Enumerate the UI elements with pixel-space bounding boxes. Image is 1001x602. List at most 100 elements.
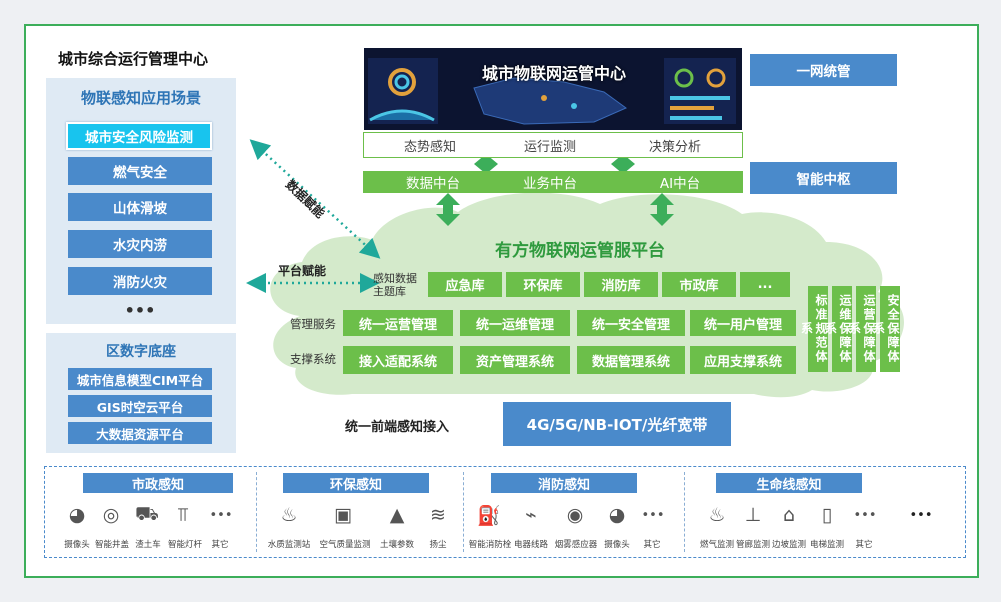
sensing-label: 管廊监测 — [735, 540, 770, 550]
system-operation[interactable]: 运营保障体系 — [848, 286, 876, 372]
sensing-label: 电梯监测 — [809, 540, 844, 550]
soil-icon: ▲ — [389, 504, 405, 526]
sensing-label: 燃气监测 — [699, 540, 734, 550]
capability-bar — [363, 132, 743, 158]
sensing-label: 摄像头 — [604, 540, 630, 550]
scenario-item-landslide[interactable]: 山体滑坡 — [68, 193, 212, 221]
lamp-icon: ⫪ — [177, 504, 189, 526]
more-icon: ••• — [853, 507, 877, 523]
smoke-icon: ◉ — [566, 504, 584, 526]
truck-icon: ⛟ — [135, 502, 159, 525]
scenario-more: ••• — [124, 300, 156, 320]
theme-municipal[interactable]: 市政库 — [662, 272, 736, 297]
system-security[interactable]: 安全保障体系 — [872, 286, 900, 372]
theme-label: 感知数据 主题库 — [373, 272, 417, 298]
more-icon: ••• — [641, 507, 665, 523]
mgmt-user[interactable]: 统一用户管理 — [690, 310, 796, 336]
sensing-lifeline-title: 生命线感知 — [716, 473, 862, 493]
support-data[interactable]: 数据管理系统 — [577, 346, 685, 374]
circuit-icon: ⌁ — [525, 504, 537, 526]
sensing-label: 智能井盖 — [94, 540, 129, 550]
sensing-label: 空气质量监测 — [319, 540, 371, 550]
sensing-divider — [684, 472, 685, 552]
screen-title: 城市物联网运管中心 — [481, 64, 626, 83]
sensing-divider — [463, 472, 464, 552]
water-icon: ♨ — [280, 504, 298, 526]
access-label: 统一前端感知接入 — [345, 420, 450, 435]
platform-enable-label: 平台赋能 — [278, 264, 327, 278]
capability-situation: 态势感知 — [403, 139, 456, 155]
slope-icon: ⌂ — [782, 504, 796, 526]
data-enable-arrow — [249, 139, 381, 259]
sensing-label: 烟雾感应器 — [554, 540, 598, 550]
pipe-icon: ⊥ — [744, 504, 762, 526]
sensing-label: 水质监测站 — [267, 540, 311, 550]
middle-data: 数据中台 — [406, 176, 460, 192]
double-arrow-left — [436, 193, 460, 226]
manhole-icon: ◎ — [102, 504, 120, 526]
sensing-panel — [44, 466, 966, 558]
scenario-panel-title: 物联感知应用场景 — [80, 88, 201, 107]
theme-fire[interactable]: 消防库 — [584, 272, 658, 297]
sensing-label: 土壤参数 — [379, 540, 414, 550]
system-standard[interactable]: 标准规范体系 — [800, 286, 828, 372]
smart-hub-button[interactable]: 智能中枢 — [750, 162, 897, 194]
diamond-left — [474, 154, 498, 174]
sensing-label: 其它 — [855, 540, 873, 550]
sensing-environment-title: 环保感知 — [283, 473, 429, 493]
sensing-label: 渣土车 — [135, 540, 161, 550]
middle-platform-bar — [363, 171, 743, 193]
mgmt-maintenance[interactable]: 统一运维管理 — [460, 310, 570, 336]
main-title: 城市综合运行管理中心 — [58, 50, 209, 68]
dust-icon: ≋ — [430, 504, 446, 526]
access-network-box[interactable]: 4G/5G/NB-IOT/光纤宽带 — [503, 402, 731, 446]
support-access[interactable]: 接入适配系统 — [343, 346, 453, 374]
sensing-fire-title: 消防感知 — [491, 473, 637, 493]
support-label: 支撑系统 — [290, 352, 336, 366]
base-item-gis[interactable]: GIS时空云平台 — [68, 395, 212, 417]
base-item-bigdata[interactable]: 大数据资源平台 — [68, 422, 212, 444]
diamond-right — [611, 154, 635, 174]
sensing-label: 边坡监测 — [771, 540, 806, 550]
theme-environment[interactable]: 环保库 — [506, 272, 580, 297]
scenario-item-fire[interactable]: 消防火灾 — [68, 267, 212, 295]
double-arrow-right — [650, 193, 674, 226]
scenario-item-flood[interactable]: 水灾内涝 — [68, 230, 212, 258]
sensing-label: 其它 — [211, 540, 229, 550]
hydrant-icon: ⛽ — [477, 504, 501, 527]
theme-more[interactable]: ... — [740, 272, 790, 297]
sensing-label: 扬尘 — [429, 540, 447, 550]
mgmt-security[interactable]: 统一安全管理 — [577, 310, 685, 336]
sensing-label: 智能灯杆 — [167, 540, 202, 550]
middle-ai: AI中台 — [659, 176, 701, 192]
platform-title: 有方物联网运管服平台 — [495, 240, 665, 261]
system-maintenance[interactable]: 运维保障体系 — [824, 286, 852, 372]
ops-center-screenshot: 城市物联网运管中心 — [364, 48, 742, 130]
elevator-icon: ▯ — [821, 504, 833, 526]
fire-icon: ♨ — [708, 504, 726, 526]
air-icon: ▣ — [334, 504, 352, 526]
camera-icon: ◕ — [68, 504, 86, 526]
support-asset[interactable]: 资产管理系统 — [460, 346, 570, 374]
sensing-label: 智能消防栓 — [468, 540, 512, 550]
capability-monitor: 运行监测 — [523, 139, 576, 155]
scenario-item-gas[interactable]: 燃气安全 — [68, 157, 212, 185]
base-panel-title: 区数字底座 — [106, 344, 176, 360]
screen-decoration — [368, 58, 736, 125]
unified-management-button[interactable]: 一网统管 — [750, 54, 897, 86]
more-icon: ••• — [209, 507, 233, 523]
sensing-label: 摄像头 — [64, 540, 90, 550]
scenario-item-risk[interactable]: 城市安全风险监测 — [66, 122, 212, 150]
theme-emergency[interactable]: 应急库 — [428, 272, 502, 297]
sensing-label: 其它 — [643, 540, 661, 550]
more-icon: ••• — [909, 507, 933, 523]
sensing-municipal-title: 市政感知 — [83, 473, 233, 493]
base-item-cim[interactable]: 城市信息模型CIM平台 — [68, 368, 212, 390]
camera-icon: ◕ — [608, 504, 626, 526]
mgmt-operation[interactable]: 统一运营管理 — [343, 310, 453, 336]
sensing-label: 电器线路 — [513, 540, 548, 550]
sensing-divider — [256, 472, 257, 552]
middle-business: 业务中台 — [523, 176, 577, 192]
mgmt-label: 管理服务 — [290, 317, 336, 331]
support-app[interactable]: 应用支撑系统 — [690, 346, 796, 374]
